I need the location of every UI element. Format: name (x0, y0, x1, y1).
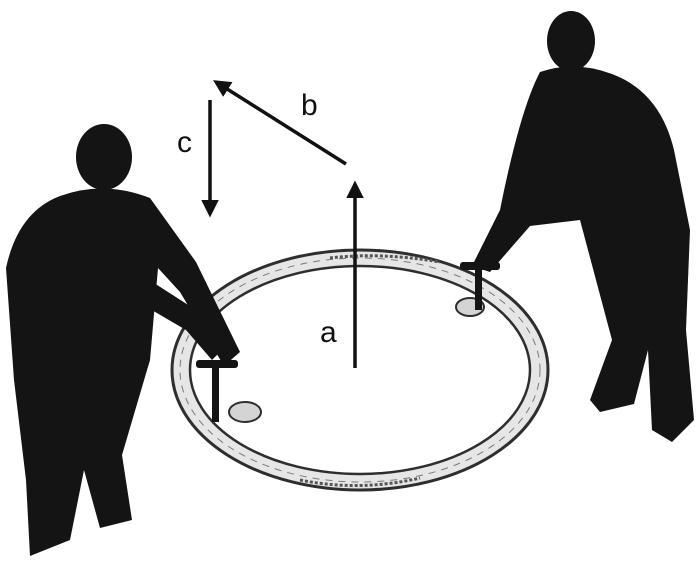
arrow-b (216, 82, 346, 164)
label-b: b (301, 89, 318, 122)
left-person-silhouette-icon (6, 124, 240, 556)
label-c: c (177, 126, 192, 159)
label-a: a (320, 316, 337, 349)
manhole-ring-frame-icon (172, 250, 548, 490)
